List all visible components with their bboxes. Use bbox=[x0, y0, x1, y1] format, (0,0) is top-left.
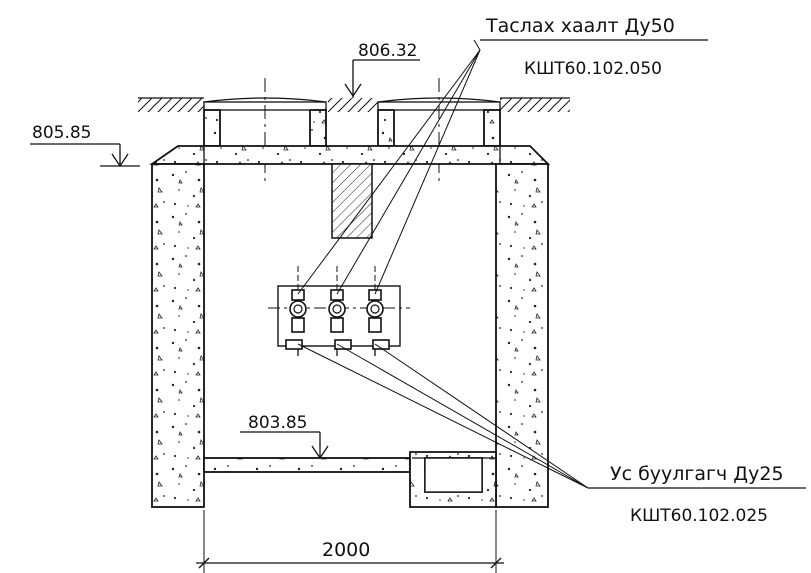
leader-lines-upper bbox=[297, 39, 481, 295]
top-slab bbox=[149, 145, 551, 165]
lower-callout: Ус буулгагч Ду25 КШТ60.102.025 bbox=[588, 463, 806, 526]
lower-callout-title: Ус буулгагч Ду25 bbox=[610, 463, 784, 485]
elevation-bottom-value: 803.85 bbox=[248, 413, 307, 433]
leader-lines-lower bbox=[297, 343, 589, 489]
valve-3 bbox=[366, 266, 390, 356]
slab-beam bbox=[331, 163, 373, 239]
bottom-slab bbox=[203, 451, 497, 508]
upper-callout-code: КШТ60.102.050 bbox=[524, 59, 662, 79]
elevation-marker-top: 806.32 bbox=[344, 41, 420, 98]
upper-callout: Таслах хаалт Ду50 КШТ60.102.050 bbox=[480, 15, 708, 79]
elevation-marker-left: 805.85 bbox=[30, 123, 140, 168]
upper-callout-title: Таслах хаалт Ду50 bbox=[485, 15, 675, 37]
elevation-left-value: 805.85 bbox=[32, 123, 91, 143]
elevation-marker-bottom: 803.85 bbox=[240, 413, 329, 460]
manhole-hatch-right bbox=[377, 78, 501, 186]
elevation-top-value: 806.32 bbox=[358, 41, 417, 61]
valve-1 bbox=[285, 266, 307, 356]
manhole-hatch-left bbox=[203, 78, 327, 186]
left-wall bbox=[151, 163, 205, 508]
ground-surface bbox=[138, 97, 570, 112]
lower-callout-code: КШТ60.102.025 bbox=[630, 506, 768, 526]
valve-2 bbox=[328, 266, 352, 356]
right-wall bbox=[495, 163, 549, 508]
width-dimension-value: 2000 bbox=[322, 539, 370, 561]
width-dimension: 2000 bbox=[196, 510, 504, 573]
